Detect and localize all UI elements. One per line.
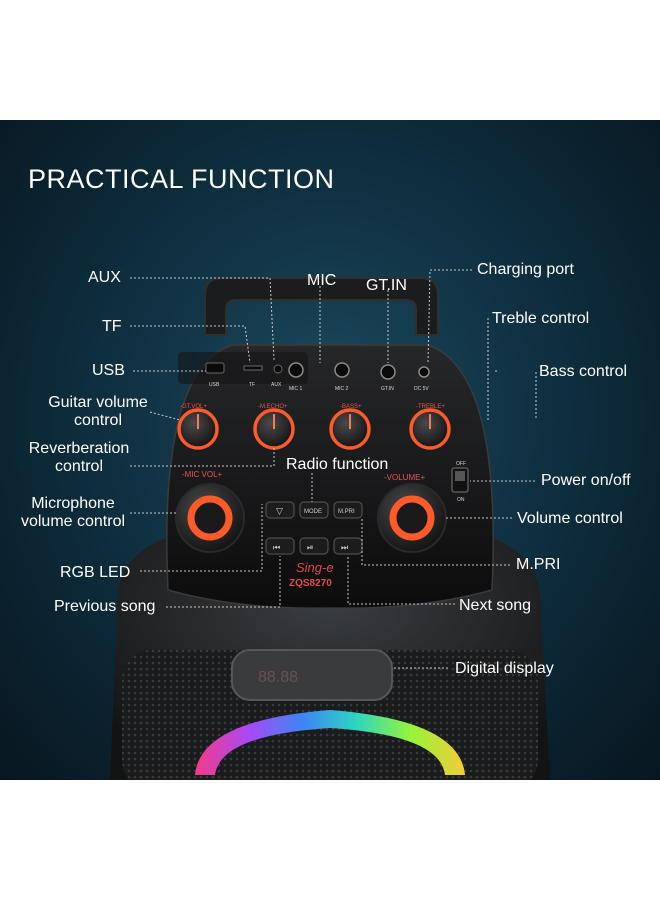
callout-volume-control: Volume control	[517, 510, 623, 527]
panel-label-aux: AUX	[271, 382, 282, 388]
mode-button[interactable]: MODE	[299, 501, 329, 519]
callout-reverberation-control: Reverberation control	[28, 440, 130, 475]
panel-label-treble: -TREBLE+	[416, 404, 445, 410]
panel-label-usb: USB	[209, 382, 220, 388]
speaker-handle	[204, 277, 439, 336]
previous-song-button[interactable]: ⏮	[265, 537, 295, 555]
treble-knob[interactable]	[409, 408, 451, 450]
callout-leaders	[130, 269, 537, 669]
mic-volume-knob[interactable]	[175, 483, 245, 553]
page-title: PRACTICAL FUNCTION	[28, 164, 335, 194]
svg-text:⏮: ⏮	[273, 543, 280, 552]
callout-aux: AUX	[88, 269, 121, 286]
callout-usb: USB	[92, 362, 125, 379]
digital-display-window	[231, 649, 393, 701]
panel-label-mic2: MIC 2	[335, 386, 349, 392]
mpri-button[interactable]: M.PRI	[333, 501, 363, 519]
callout-digital-display: Digital display	[455, 660, 554, 677]
panel-label-mic-vol: -MIC VOL+	[182, 470, 223, 479]
panel-label-volume: -VOLUME+	[384, 473, 425, 482]
svg-text:⏯: ⏯	[307, 543, 313, 552]
svg-text:88.88: 88.88	[258, 669, 298, 686]
master-volume-knob[interactable]	[377, 483, 447, 553]
bass-knob[interactable]	[329, 408, 371, 450]
next-song-button[interactable]: ⏭	[333, 537, 363, 555]
callout-tf: TF	[102, 318, 122, 335]
callout-power-on-off: Power on/off	[541, 472, 631, 489]
model-label: ZQS8270	[289, 578, 332, 589]
svg-text:⏭: ⏭	[341, 543, 348, 552]
callout-mic: MIC	[307, 272, 337, 289]
reverb-knob[interactable]	[253, 408, 295, 450]
guitar-volume-knob[interactable]	[177, 408, 219, 450]
speaker-illustration: 88.88 USB TF AUX MIC 1 MIC 2 GT.IN DC 5V…	[110, 269, 550, 780]
callout-gtin: GT.IN	[366, 277, 407, 294]
panel-label-mode: MODE	[304, 509, 322, 515]
panel-label-gt-vol: -GT.VOL+	[180, 404, 207, 410]
callout-bass-control: Bass control	[539, 363, 628, 380]
panel-label-off: OFF	[456, 461, 466, 467]
callout-guitar-volume-control: Guitar volume control	[48, 394, 148, 429]
panel-label-m-echo: -M.ECHO+	[258, 404, 288, 410]
callout-microphone-volume-control: Microphone volume control	[20, 495, 126, 530]
panel-label-bass: -BASS+	[340, 404, 362, 410]
panel-label-gtin: GT.IN	[381, 386, 394, 392]
callout-previous-song: Previous song	[54, 598, 156, 615]
panel-label-on: ON	[457, 497, 465, 503]
svg-text:▽: ▽	[276, 506, 283, 516]
panel-label-mpri: M.PRI	[338, 509, 355, 515]
callout-mpri: M.PRI	[516, 556, 561, 573]
radio-function-button[interactable]: ▽	[265, 501, 295, 519]
play-pause-button[interactable]: ⏯	[299, 537, 329, 555]
callout-treble-control: Treble control	[492, 310, 590, 327]
panel-label-tf: TF	[249, 382, 255, 388]
callout-radio-function: Radio function	[286, 456, 389, 473]
callout-charging-port: Charging port	[477, 261, 574, 278]
panel-label-dc: DC 5V	[414, 386, 429, 392]
product-feature-panel: 88.88 USB TF AUX MIC 1 MIC 2 GT.IN DC 5V…	[0, 120, 660, 780]
rgb-led-ring	[195, 710, 465, 775]
callout-next-song: Next song	[459, 597, 532, 614]
callout-rgb-led: RGB LED	[60, 564, 131, 581]
panel-label-mic1: MIC 1	[289, 386, 303, 392]
brand-logo: Sing-e	[296, 560, 334, 575]
